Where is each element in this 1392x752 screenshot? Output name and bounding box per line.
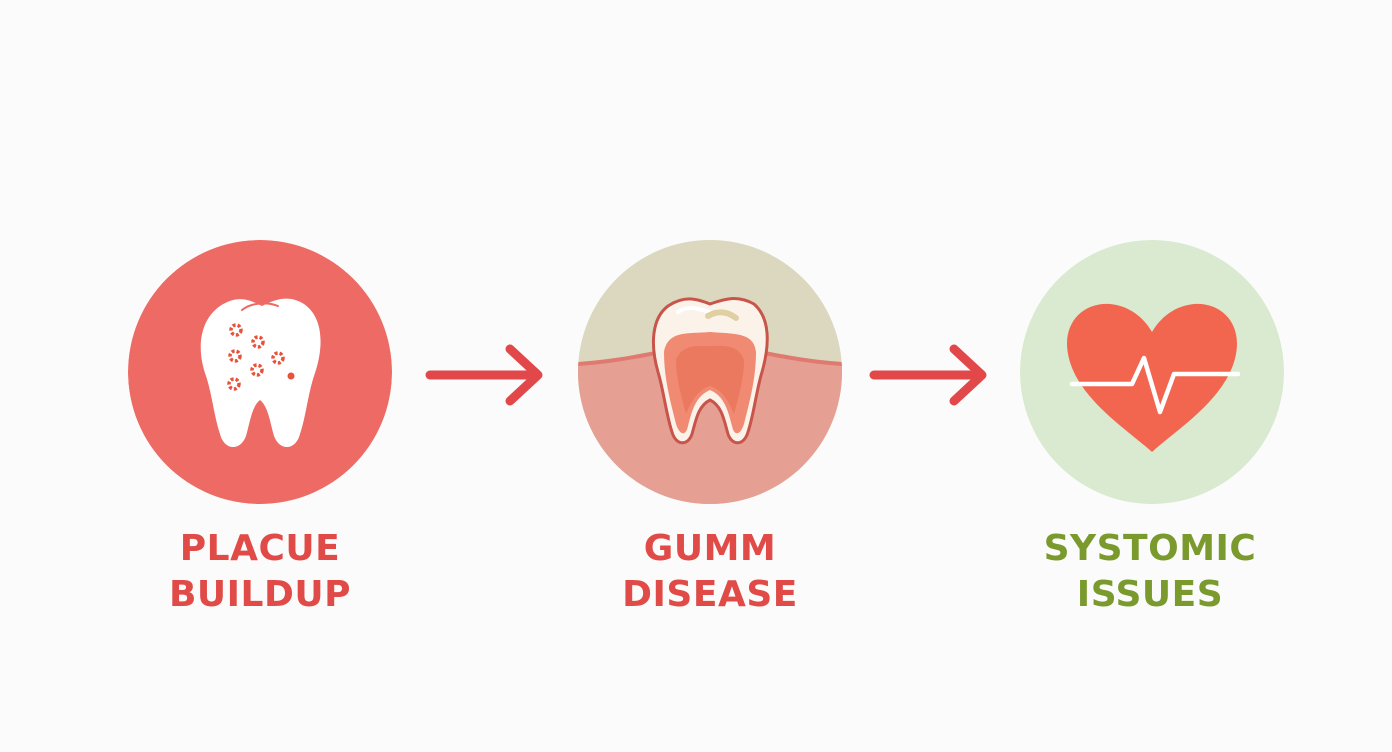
label-line: SYSTOMIC <box>1043 528 1257 569</box>
gum-disease-label: GUMM DISEASE <box>550 526 870 618</box>
inflamed-tooth-gum-icon <box>578 240 842 504</box>
heart-pulse-icon <box>1020 240 1284 504</box>
arrow-right-icon <box>425 344 543 406</box>
label-line: DISEASE <box>622 574 798 615</box>
plaque-buildup-circle <box>128 240 392 504</box>
label-line: ISSUES <box>1076 574 1224 615</box>
plaque-buildup-label: PLACUE BUILDUP <box>100 526 420 618</box>
systemic-issues-circle <box>1020 240 1284 504</box>
label-line: PLACUE <box>179 528 341 569</box>
label-line: GUMM <box>643 528 777 569</box>
label-line: BUILDUP <box>168 574 351 615</box>
systemic-issues-label: SYSTOMIC ISSUES <box>990 526 1310 618</box>
gum-disease-circle <box>578 240 842 504</box>
tooth-plaque-icon <box>128 240 392 504</box>
arrow-right-icon <box>869 344 987 406</box>
